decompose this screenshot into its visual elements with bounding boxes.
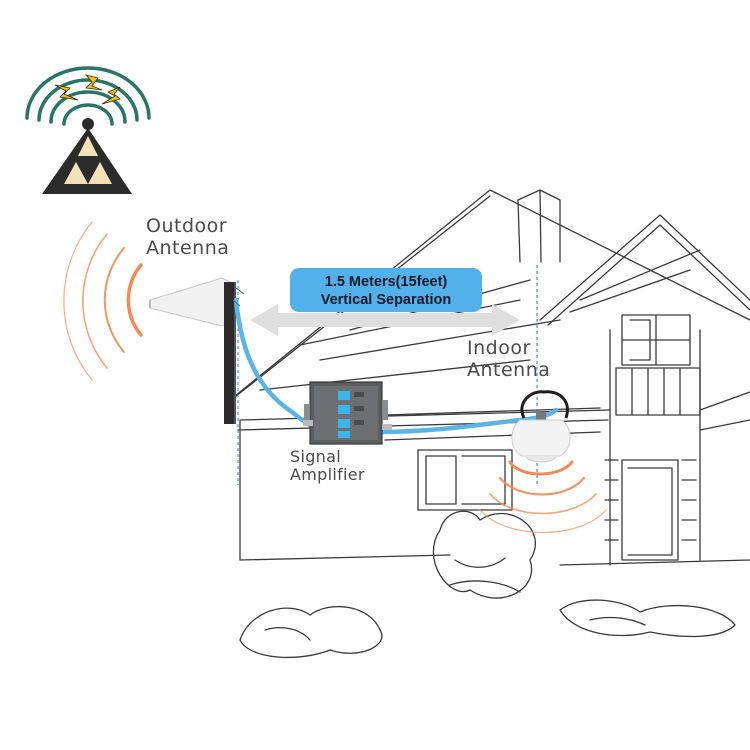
outdoor-antenna-label: Outdoor Antenna	[146, 215, 230, 260]
vertical-separation-callout: 1.5 Meters(15feet) Vertical Separation	[290, 268, 482, 312]
signal-amplifier-label-line-2: Amplifier	[290, 465, 365, 485]
separation-arrow	[250, 304, 520, 336]
cell-tower-icon	[25, 66, 151, 194]
panel-antenna-icon	[149, 277, 236, 424]
callout-line-1: 1.5 Meters(15feet)	[324, 274, 448, 290]
indoor-signal-waves	[479, 460, 607, 533]
signal-booster-icon	[303, 381, 392, 445]
outdoor-signal-waves	[63, 221, 143, 381]
signal-amplifier-label: Signal Amplifier	[290, 447, 365, 485]
ceiling-antenna-icon	[511, 390, 571, 463]
callout-line-2: Vertical Separation	[320, 292, 452, 308]
signal-amplifier-label-line-1: Signal	[290, 447, 341, 466]
indoor-antenna-label: Indoor Antenna	[467, 337, 551, 382]
indoor-antenna-label-line-1: Indoor	[467, 337, 531, 359]
feeder-wires	[232, 287, 245, 307]
house-sketch	[225, 189, 750, 658]
outdoor-antenna-label-line-1: Outdoor	[146, 215, 228, 237]
outdoor-antenna-label-line-2: Antenna	[146, 236, 230, 259]
indoor-antenna-label-line-2: Antenna	[467, 358, 551, 381]
lightning-bolt-icon	[54, 74, 121, 105]
